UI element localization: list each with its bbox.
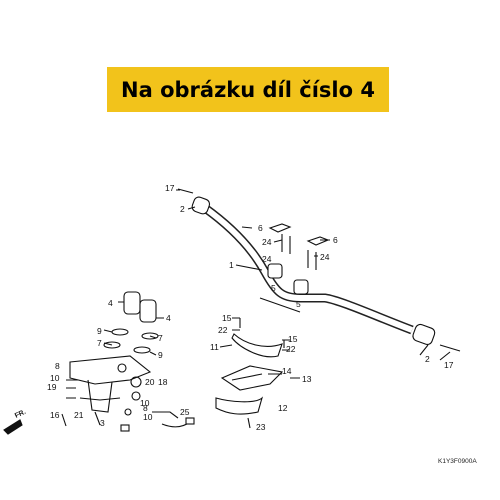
switch-housing-13	[220, 365, 284, 391]
top-bridge	[69, 355, 152, 385]
handlebar-pipe	[202, 204, 414, 335]
callout: 7	[158, 333, 163, 343]
callout: 13	[302, 374, 312, 384]
callout: 16	[50, 410, 60, 420]
holder-5-left	[267, 263, 283, 279]
callout: 17	[444, 360, 454, 370]
callout: 6	[333, 235, 338, 245]
diagram-code: K1Y3F0900A	[438, 458, 477, 465]
part-number-banner: Na obrázku díl číslo 4	[107, 67, 389, 112]
screw-17-left	[177, 188, 194, 194]
holder-5-right	[293, 279, 309, 295]
front-arrow	[3, 419, 23, 435]
callout: 18	[158, 377, 168, 387]
clamp-12	[215, 396, 264, 415]
callout: 23	[256, 422, 266, 432]
callout: 9	[97, 326, 102, 336]
callout: 22	[218, 325, 228, 335]
callout: 3	[100, 418, 105, 428]
callout: 10	[50, 373, 60, 383]
callout: 2	[180, 204, 185, 214]
callout: 1	[229, 260, 234, 270]
callout: 4	[108, 298, 113, 308]
callout: 22	[286, 344, 296, 354]
callout: 24	[262, 237, 272, 247]
callout: 7	[97, 338, 102, 348]
direction-label: FR.	[14, 409, 27, 420]
callout: 4	[166, 313, 171, 323]
callout: 8	[55, 361, 60, 371]
callout: 8	[143, 403, 148, 413]
screw-17-right	[439, 344, 461, 352]
callout: 14	[282, 366, 292, 376]
callout: 5	[296, 299, 301, 309]
callout: 15	[222, 313, 232, 323]
callout: 10	[143, 412, 153, 422]
bar-end-weight-left	[191, 196, 211, 215]
callout: 2	[425, 354, 430, 364]
callout: 15	[288, 334, 298, 344]
callout: 5	[271, 283, 276, 293]
riser-4-left	[123, 291, 141, 315]
callout: 20	[145, 377, 155, 387]
connector-25	[152, 411, 179, 419]
steering-stem	[87, 379, 113, 413]
upper-holder-top-right	[306, 236, 330, 246]
callout: 9	[158, 350, 163, 360]
callout: 17	[165, 183, 175, 193]
callout: 10	[140, 398, 150, 408]
callout: 19	[47, 382, 57, 392]
riser-4-right	[139, 299, 157, 323]
lever-11	[231, 333, 283, 358]
callout: 24	[320, 252, 330, 262]
banner-text: Na obrázku díl číslo 4	[121, 77, 375, 102]
bar-end-weight-right	[412, 323, 436, 346]
callout-labels: 17 2 6 24 6 24 24 1 5 5 4 4 9 7 7 9 15 2…	[47, 183, 454, 432]
callout: 11	[210, 342, 219, 352]
callout: 21	[74, 410, 84, 420]
callout: 25	[180, 407, 190, 417]
callout: 12	[278, 403, 288, 413]
callout: 24	[262, 254, 272, 264]
upper-holder-top-left	[268, 223, 292, 233]
callout: 6	[258, 223, 263, 233]
